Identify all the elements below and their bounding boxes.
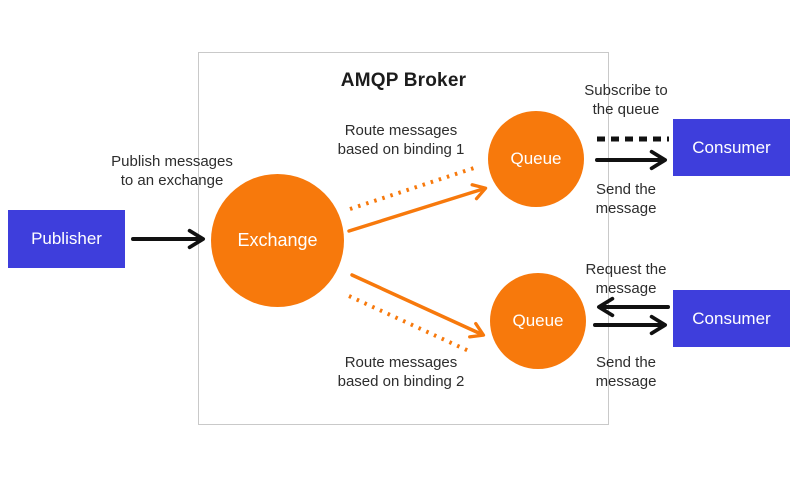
consumer2-label: Consumer <box>692 308 771 328</box>
publisher-node: Publisher <box>8 210 125 268</box>
send1-edge-label: Send the message <box>595 181 657 217</box>
publisher-label: Publisher <box>31 229 102 248</box>
publish-edge-label: Publish messages to an exchange <box>111 153 233 189</box>
exchange-node: Exchange <box>211 174 344 307</box>
queue1-node: Queue <box>488 111 584 207</box>
send2-edge-label: Send the message <box>595 354 657 390</box>
binding2-edge-label: Route messages based on binding 2 <box>337 354 465 390</box>
exchange-label: Exchange <box>237 230 318 250</box>
diagram-title: AMQP Broker <box>340 70 467 91</box>
queue2-label: Queue <box>512 311 564 330</box>
consumer1-label: Consumer <box>692 137 771 157</box>
queue1-label: Queue <box>510 149 562 168</box>
queue2-node: Queue <box>490 273 586 369</box>
consumer2-node: Consumer <box>673 290 790 347</box>
consumer1-node: Consumer <box>673 119 790 176</box>
request-edge-label: Request the message <box>585 261 667 297</box>
subscribe-edge-label: Subscribe to the queue <box>584 82 668 118</box>
binding1-edge-label: Route messages based on binding 1 <box>337 122 465 158</box>
